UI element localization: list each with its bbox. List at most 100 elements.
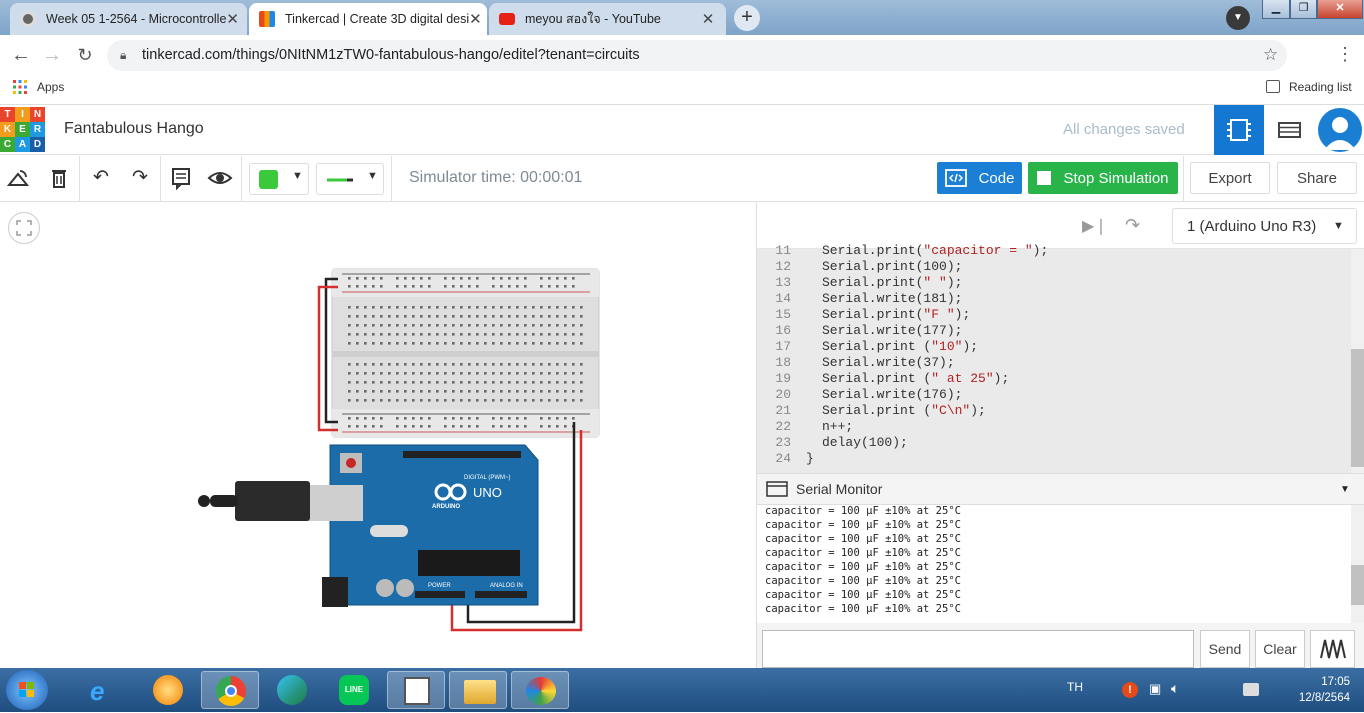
alert-icon[interactable]: !	[1122, 682, 1138, 698]
browser-tab-tinkercad[interactable]: Tinkercad | Create 3D digital desi ✕	[249, 3, 487, 35]
ground-wire[interactable]	[324, 277, 338, 424]
circuit-diagram[interactable]: DIGITAL (PWM~) UNO ARDUINO POWER ANALOG …	[190, 265, 610, 635]
apps-grid-icon[interactable]	[13, 80, 27, 94]
atmega-chip	[418, 550, 520, 576]
chevron-down-icon: ▼	[367, 170, 378, 182]
maximize-button[interactable]: ❐	[1290, 0, 1317, 19]
taskbar-explorer[interactable]	[449, 671, 507, 709]
network-icon[interactable]: ▣	[1149, 681, 1162, 696]
avatar[interactable]	[1318, 108, 1362, 152]
collapse-chevron-icon[interactable]: ▼	[1340, 484, 1350, 495]
line-number: 18	[775, 355, 791, 370]
window-close-button[interactable]: ✕	[1317, 0, 1363, 19]
browser-tab-youtube[interactable]: meyou สองใจ - YouTube ✕	[489, 3, 726, 35]
send-button[interactable]: Send	[1200, 630, 1250, 668]
bookmark-star-icon[interactable]: ☆	[1263, 45, 1279, 64]
taskbar-line[interactable]: LINE	[325, 671, 383, 709]
serial-scrollbar[interactable]	[1351, 505, 1364, 623]
wire-type-dropdown[interactable]: ▼	[316, 163, 384, 195]
gnd-wire-to-board[interactable]	[466, 422, 576, 624]
taskbar-paint[interactable]	[511, 671, 569, 709]
close-icon[interactable]: ✕	[226, 11, 239, 28]
tinkercad-logo[interactable]: T I N K E R C A D	[0, 107, 45, 152]
project-name[interactable]: Fantabulous Hango	[64, 120, 204, 137]
taskbar-app-fox[interactable]	[139, 671, 197, 709]
logo-letter: I	[15, 107, 30, 122]
code-scrollbar[interactable]	[1351, 249, 1364, 473]
taskbar-chrome[interactable]	[201, 671, 259, 709]
address-bar[interactable]	[107, 40, 1287, 71]
usb-cable[interactable]	[235, 481, 310, 521]
start-button[interactable]	[6, 670, 48, 710]
undo-icon[interactable]: ↶	[93, 167, 109, 188]
taskbar-edge[interactable]	[263, 671, 321, 709]
reset-button[interactable]	[346, 458, 356, 468]
chevron-down-icon: ▼	[292, 170, 303, 182]
url-text[interactable]: tinkercad.com/things/0NItNM1zTW0-fantabu…	[142, 47, 640, 63]
action-center-icon[interactable]	[1243, 683, 1259, 696]
graph-button[interactable]	[1310, 630, 1355, 668]
reading-list-icon[interactable]	[1266, 80, 1280, 93]
notes-icon[interactable]	[168, 166, 194, 191]
minimize-button[interactable]: ▁	[1262, 0, 1290, 19]
clear-button[interactable]: Clear	[1255, 630, 1305, 668]
step-debug-icon[interactable]: ▶❘	[1082, 218, 1108, 235]
close-icon[interactable]: ✕	[701, 11, 715, 28]
component-list-button[interactable]	[1264, 105, 1314, 155]
lock-icon[interactable]: 🔒︎	[120, 48, 127, 62]
new-tab-button[interactable]: +	[734, 5, 760, 31]
visibility-eye-icon[interactable]	[207, 166, 233, 190]
step-over-icon[interactable]: ↷	[1125, 215, 1141, 235]
folder-icon	[464, 680, 496, 704]
language-indicator[interactable]: TH	[1067, 680, 1083, 694]
code-line[interactable]: 24}	[757, 451, 813, 467]
device-select[interactable]: ▼	[1172, 208, 1357, 244]
serial-monitor-header[interactable]	[757, 473, 1364, 505]
close-icon[interactable]: ✕	[469, 11, 482, 28]
forward-arrow-icon[interactable]: →	[42, 44, 62, 66]
circuit-view-button[interactable]	[1214, 105, 1264, 155]
code-text: Serial.print (	[822, 371, 932, 386]
5v-wire-to-board[interactable]	[450, 430, 583, 632]
volume-icon[interactable]: 🔈︎	[1171, 680, 1180, 696]
reading-list-link[interactable]: Reading list	[1289, 80, 1352, 94]
user-icon	[1324, 117, 1356, 150]
stop-simulation-button[interactable]: Stop Simulation	[1028, 162, 1178, 194]
code-button[interactable]: Code	[937, 162, 1022, 194]
reload-icon[interactable]: ↻	[77, 45, 93, 65]
taskbar-clock[interactable]: 17:05 12/8/2564	[1296, 674, 1350, 706]
back-arrow-icon[interactable]: ←	[11, 44, 31, 66]
dc-jack	[322, 577, 348, 607]
export-button[interactable]: Export	[1190, 162, 1270, 194]
power-wire[interactable]	[317, 285, 338, 432]
tab-search-icon[interactable]: ▼	[1226, 6, 1250, 30]
share-button[interactable]: Share	[1277, 162, 1357, 194]
wire-color-dropdown[interactable]: ▼	[249, 163, 309, 195]
redo-icon[interactable]: ↷	[132, 167, 148, 188]
fit-view-button[interactable]	[8, 212, 40, 244]
rotate-icon[interactable]	[6, 166, 32, 190]
taskbar-arduino-ide[interactable]	[387, 671, 445, 709]
serial-input[interactable]	[762, 630, 1194, 668]
apps-link[interactable]: Apps	[37, 80, 65, 94]
browser-tab-week05[interactable]: Week 05 1-2564 - Microcontrolle ✕	[10, 3, 247, 35]
delete-trash-icon[interactable]	[46, 166, 72, 190]
menu-icon[interactable]: ⋮	[1336, 44, 1354, 64]
line-number: 11	[775, 243, 791, 258]
taskbar-ie[interactable]: e	[77, 671, 135, 709]
